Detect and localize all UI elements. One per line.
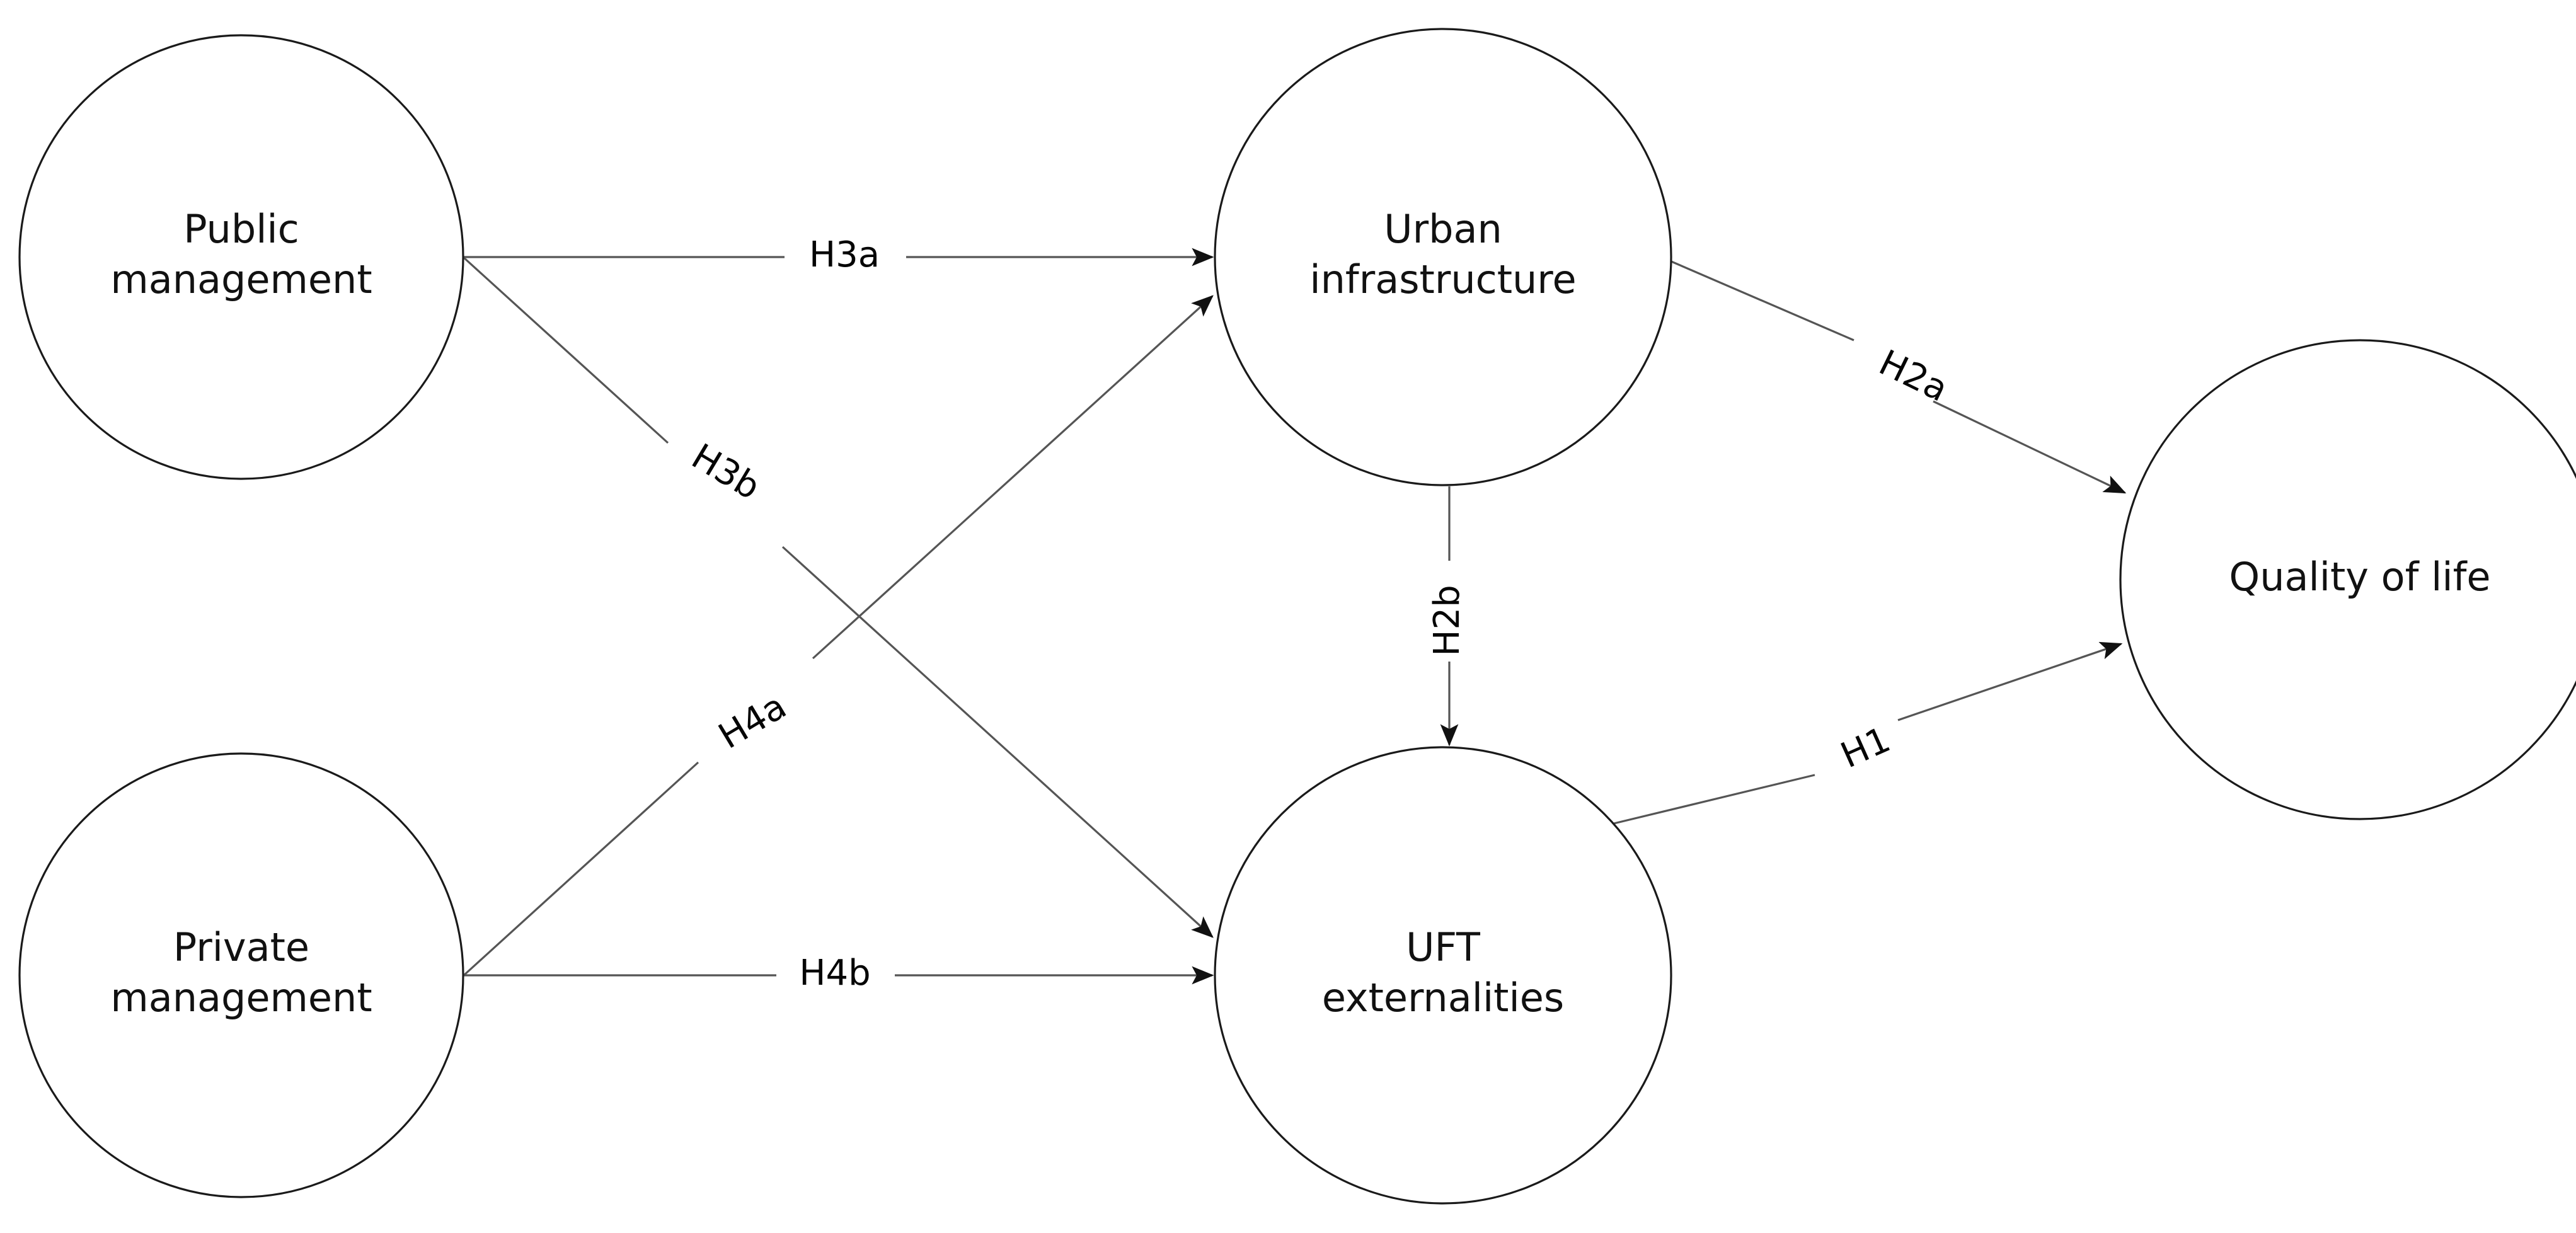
edge-label-h4a: H4a — [712, 685, 794, 757]
node-public-management-label-line1: Public — [183, 206, 299, 252]
edge-h3a: H3a — [463, 234, 1214, 275]
edge-label-h2b: H2b — [1427, 585, 1468, 656]
node-urban-infrastructure-circle[interactable] — [1214, 28, 1672, 486]
node-quality-of-life-circle[interactable] — [2119, 339, 2576, 820]
edge-label-h3a: H3a — [809, 234, 880, 275]
node-urban-infrastructure-label-line2: infrastructure — [1309, 256, 1576, 302]
node-public-management-circle[interactable] — [18, 34, 464, 480]
edge-h3b-line-upper — [462, 256, 669, 444]
node-private-management-label-line1: Private — [173, 924, 309, 970]
edge-h3b: H3b — [462, 256, 1214, 938]
node-urban-infrastructure-label-line1: Urban — [1384, 206, 1502, 252]
node-public-management[interactable]: Public management — [18, 34, 464, 480]
node-uft-externalities-label-line2: externalities — [1322, 975, 1564, 1021]
edge-h3b-line-lower — [781, 546, 1214, 938]
node-quality-of-life-label-line1: Quality of life — [2229, 554, 2490, 600]
edge-h1: H1 — [1611, 641, 2123, 825]
edge-h1-line-lower — [1611, 774, 1815, 825]
edge-label-h4b: H4b — [799, 953, 870, 994]
edge-label-h2a: H2a — [1873, 342, 1954, 410]
node-uft-externalities[interactable]: UFT externalities — [1214, 746, 1672, 1205]
node-quality-of-life[interactable]: Quality of life — [2119, 339, 2576, 820]
edge-h2a-line-upper — [1660, 256, 1854, 341]
edge-h2a: H2a — [1660, 256, 2127, 494]
edge-h2a-line-lower — [1933, 400, 2127, 494]
node-private-management-circle[interactable] — [18, 752, 464, 1198]
edge-label-h1: H1 — [1835, 719, 1896, 776]
edge-h4a-line-upper — [812, 295, 1214, 660]
edge-h4b: H4b — [464, 953, 1214, 994]
node-public-management-label-line2: management — [110, 256, 372, 302]
node-private-management[interactable]: Private management — [18, 752, 464, 1198]
edge-h1-line-upper — [1897, 641, 2123, 721]
node-urban-infrastructure[interactable]: Urban infrastructure — [1214, 28, 1672, 486]
node-uft-externalities-label-line1: UFT — [1406, 924, 1481, 970]
node-uft-externalities-circle[interactable] — [1214, 746, 1672, 1205]
node-private-management-label-line2: management — [110, 975, 372, 1021]
edge-h4a: H4a — [463, 295, 1214, 977]
edge-h4a-line-lower — [463, 761, 699, 977]
edge-h2b: H2b — [1427, 486, 1468, 747]
edge-label-h3b: H3b — [684, 436, 767, 508]
